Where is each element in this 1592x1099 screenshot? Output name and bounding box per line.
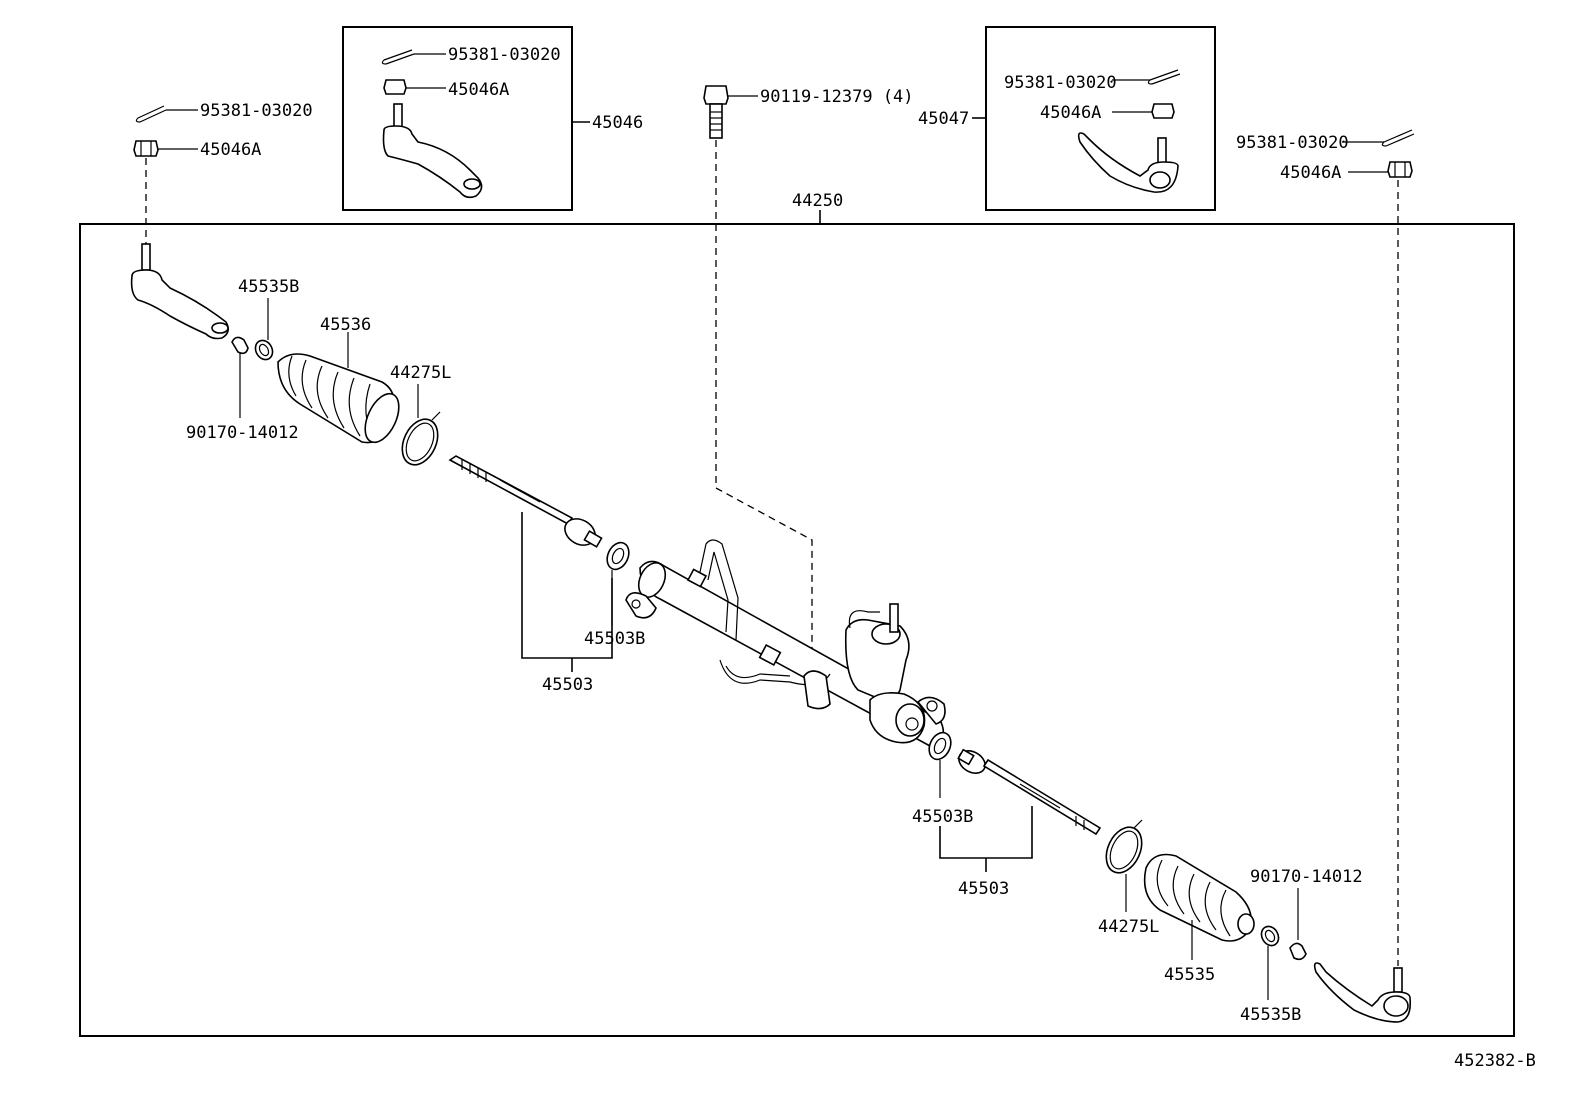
label-box-right-cotter[interactable]: 95381-03020 (1004, 73, 1117, 93)
label-box-left-nut[interactable]: 45046A (448, 80, 509, 100)
label-gear-assy[interactable]: 44250 (792, 191, 843, 211)
dust-boot-right[interactable] (1143, 853, 1255, 942)
label-nut-left[interactable]: 45046A (200, 140, 261, 160)
label-clamp-left[interactable]: 45535B (238, 277, 299, 297)
clamp-left[interactable] (252, 337, 276, 362)
label-lock-nut-right[interactable]: 90170-14012 (1250, 867, 1363, 887)
tie-rod-right[interactable] (955, 746, 1102, 836)
steering-gear-housing[interactable] (625, 539, 946, 747)
label-boot-right[interactable]: 45535 (1164, 965, 1215, 985)
label-washer-left[interactable]: 45503B (584, 629, 645, 649)
label-tie-rod-right[interactable]: 45503 (958, 879, 1009, 899)
cotter-pin-left[interactable] (135, 105, 167, 123)
mounting-bolt[interactable] (703, 85, 729, 139)
label-washer-right[interactable]: 45503B (912, 807, 973, 827)
label-ring-right[interactable]: 44275L (1098, 917, 1159, 937)
label-bolt[interactable]: 90119-12379 (4) (760, 87, 914, 107)
cotter-pin-right[interactable] (1381, 129, 1415, 147)
boot-ring-left[interactable] (395, 411, 444, 471)
label-cotter-pin-left[interactable]: 95381-03020 (200, 101, 313, 121)
tie-rod-end-left[interactable] (130, 243, 230, 340)
diagram-id: 452382-B (1454, 1051, 1536, 1071)
tie-rod-end-right-box-part[interactable] (1077, 132, 1179, 193)
lock-nut-left[interactable] (231, 336, 249, 355)
claw-washer-left[interactable] (603, 539, 633, 573)
label-clamp-right[interactable]: 45535B (1240, 1005, 1301, 1025)
dust-boot-left[interactable] (277, 353, 406, 447)
label-nut-right[interactable]: 45046A (1280, 163, 1341, 183)
label-box-left-cotter[interactable]: 95381-03020 (448, 45, 561, 65)
tie-rod-left[interactable] (448, 455, 603, 550)
label-boot-left[interactable]: 45536 (320, 315, 371, 335)
label-box-right-nut[interactable]: 45046A (1040, 103, 1101, 123)
label-ring-left[interactable]: 44275L (390, 363, 451, 383)
tie-rod-end-left-box-part[interactable] (382, 103, 483, 199)
label-tie-rod-left[interactable]: 45503 (542, 675, 593, 695)
nut-left[interactable] (133, 140, 159, 157)
label-cotter-pin-right[interactable]: 95381-03020 (1236, 133, 1349, 153)
boot-ring-right[interactable] (1099, 819, 1148, 879)
label-box-right-assy[interactable]: 45047 (918, 109, 969, 129)
label-lock-nut-left[interactable]: 90170-14012 (186, 423, 299, 443)
tie-rod-end-left-box (342, 26, 573, 211)
lock-nut-right[interactable] (1289, 942, 1307, 961)
nut-right[interactable] (1387, 161, 1413, 178)
label-box-left-assy[interactable]: 45046 (592, 113, 643, 133)
tie-rod-end-right[interactable] (1313, 962, 1412, 1023)
clamp-right[interactable] (1258, 923, 1282, 948)
claw-washer-right[interactable] (925, 729, 955, 763)
gear-assembly-frame (79, 223, 1515, 1037)
